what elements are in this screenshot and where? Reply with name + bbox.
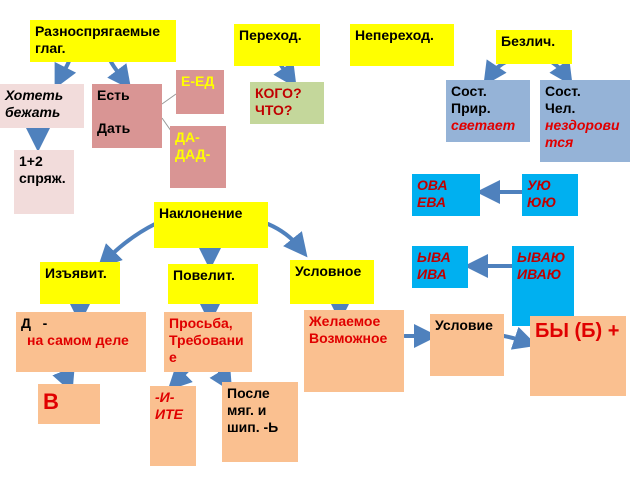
khotet-label: Хотеть бежать	[5, 87, 64, 120]
raznospryag-label: Разноспрягаемые глаг.	[35, 23, 160, 56]
arrow-d-to-v	[52, 366, 75, 394]
sost-chel-box: Сост. Чел. нездоровится	[540, 80, 630, 162]
sost-chel-line1: Сост.	[545, 83, 581, 99]
posle-box: После мяг. и шип. -Ь	[222, 382, 298, 462]
sost-chel-line2: Чел.	[545, 100, 576, 116]
yva-iva-right-label: ЫВАЮ ИВАЮ	[517, 249, 566, 282]
connector-est-e-ed	[161, 93, 177, 105]
zhelaemoe-box: Желаемое Возможное	[304, 310, 404, 392]
est-label: Есть	[97, 87, 130, 103]
neperehod-label: Непереход.	[355, 27, 434, 43]
arrow-razn-to-est	[107, 58, 132, 90]
da-dad-label: ДА-ДАД-	[175, 129, 211, 162]
raznospryag-box: Разноспрягаемые глаг.	[30, 20, 176, 62]
naklonenie-label: Наклонение	[159, 205, 243, 221]
povelit-label: Повелит.	[173, 267, 235, 283]
spryazh-box: 1+2 спряж.	[14, 150, 74, 214]
d-na-samom-box: Д - на самом деле	[16, 312, 146, 372]
sost-prir-line2: Прир.	[451, 100, 491, 116]
perehod-label: Переход.	[239, 27, 302, 43]
e-ed-box: Е-ЕД	[176, 70, 224, 114]
spryazh-label: 1+2 спряж.	[19, 153, 66, 186]
sost-prir-box: Сост. Прир. светает	[446, 80, 530, 142]
dat-label: Дать	[97, 120, 131, 136]
e-ed-label: Е-ЕД	[181, 73, 215, 89]
arrow-uslovie-to-by	[502, 326, 538, 350]
arrow-prosba-to-posle	[209, 365, 233, 393]
bezlich-box: Безлич.	[496, 30, 572, 64]
v-box: В	[38, 384, 100, 424]
posle-label: После мяг. и шип. -Ь	[227, 385, 279, 435]
arrow-nakl-to-izyavit	[97, 222, 157, 269]
neperehod-box: Непереход.	[350, 24, 454, 66]
uslovnoe-label: Условное	[295, 263, 362, 279]
yva-iva-left-box: ЫВА ИВА	[412, 246, 468, 288]
naklonenie-box: Наклонение	[154, 202, 268, 248]
uyu-yuyu-box: УЮ ЮЮ	[522, 174, 578, 216]
arrow-nakl-to-uslovnoe	[266, 222, 308, 258]
d-prefix: Д -	[21, 315, 48, 331]
khotet-box: Хотеть бежать	[0, 84, 84, 128]
da-dad-box: ДА-ДАД-	[170, 126, 226, 188]
d-text: на самом деле	[27, 332, 129, 348]
by-b-label: БЫ (Б) +	[535, 320, 620, 342]
by-b-box: БЫ (Б) +	[530, 316, 626, 396]
kogo-chto-box: КОГО? ЧТО?	[250, 82, 324, 124]
uyu-yuyu-label: УЮ ЮЮ	[527, 177, 557, 210]
perehod-box: Переход.	[234, 24, 320, 66]
bezlich-label: Безлич.	[501, 33, 556, 49]
sost-prir-line3: светает	[451, 117, 516, 133]
zhelaemoe-line1: Желаемое	[309, 313, 381, 329]
ova-eva-box: ОВА ЕВА	[412, 174, 480, 216]
yva-iva-left-label: ЫВА ИВА	[417, 249, 451, 282]
yva-iva-right-box: ЫВАЮ ИВАЮ	[512, 246, 574, 326]
izyavit-label: Изъявит.	[45, 265, 107, 281]
zhelaemoe-line2: Возможное	[309, 330, 388, 346]
uslovnoe-box: Условное	[290, 260, 374, 304]
povelit-box: Повелит.	[168, 264, 258, 304]
est-dat-box: Есть Дать	[92, 84, 162, 148]
uslovie-box: Условие	[430, 314, 504, 376]
arrow-prosba-to-i	[167, 365, 193, 391]
ova-eva-label: ОВА ЕВА	[417, 177, 448, 210]
sost-prir-line1: Сост.	[451, 83, 487, 99]
prosba-label: Просьба, Требование	[169, 315, 244, 365]
i-ite-box: -И- ИТЕ	[150, 386, 196, 466]
v-label: В	[43, 389, 59, 414]
prosba-box: Просьба, Требование	[164, 312, 252, 372]
uslovie-label: Условие	[435, 317, 493, 333]
izyavit-box: Изъявит.	[40, 262, 120, 304]
i-ite-label: -И- ИТЕ	[155, 389, 183, 422]
kogo-chto-label: КОГО? ЧТО?	[255, 85, 302, 118]
sost-chel-line3: нездоровится	[545, 117, 620, 150]
